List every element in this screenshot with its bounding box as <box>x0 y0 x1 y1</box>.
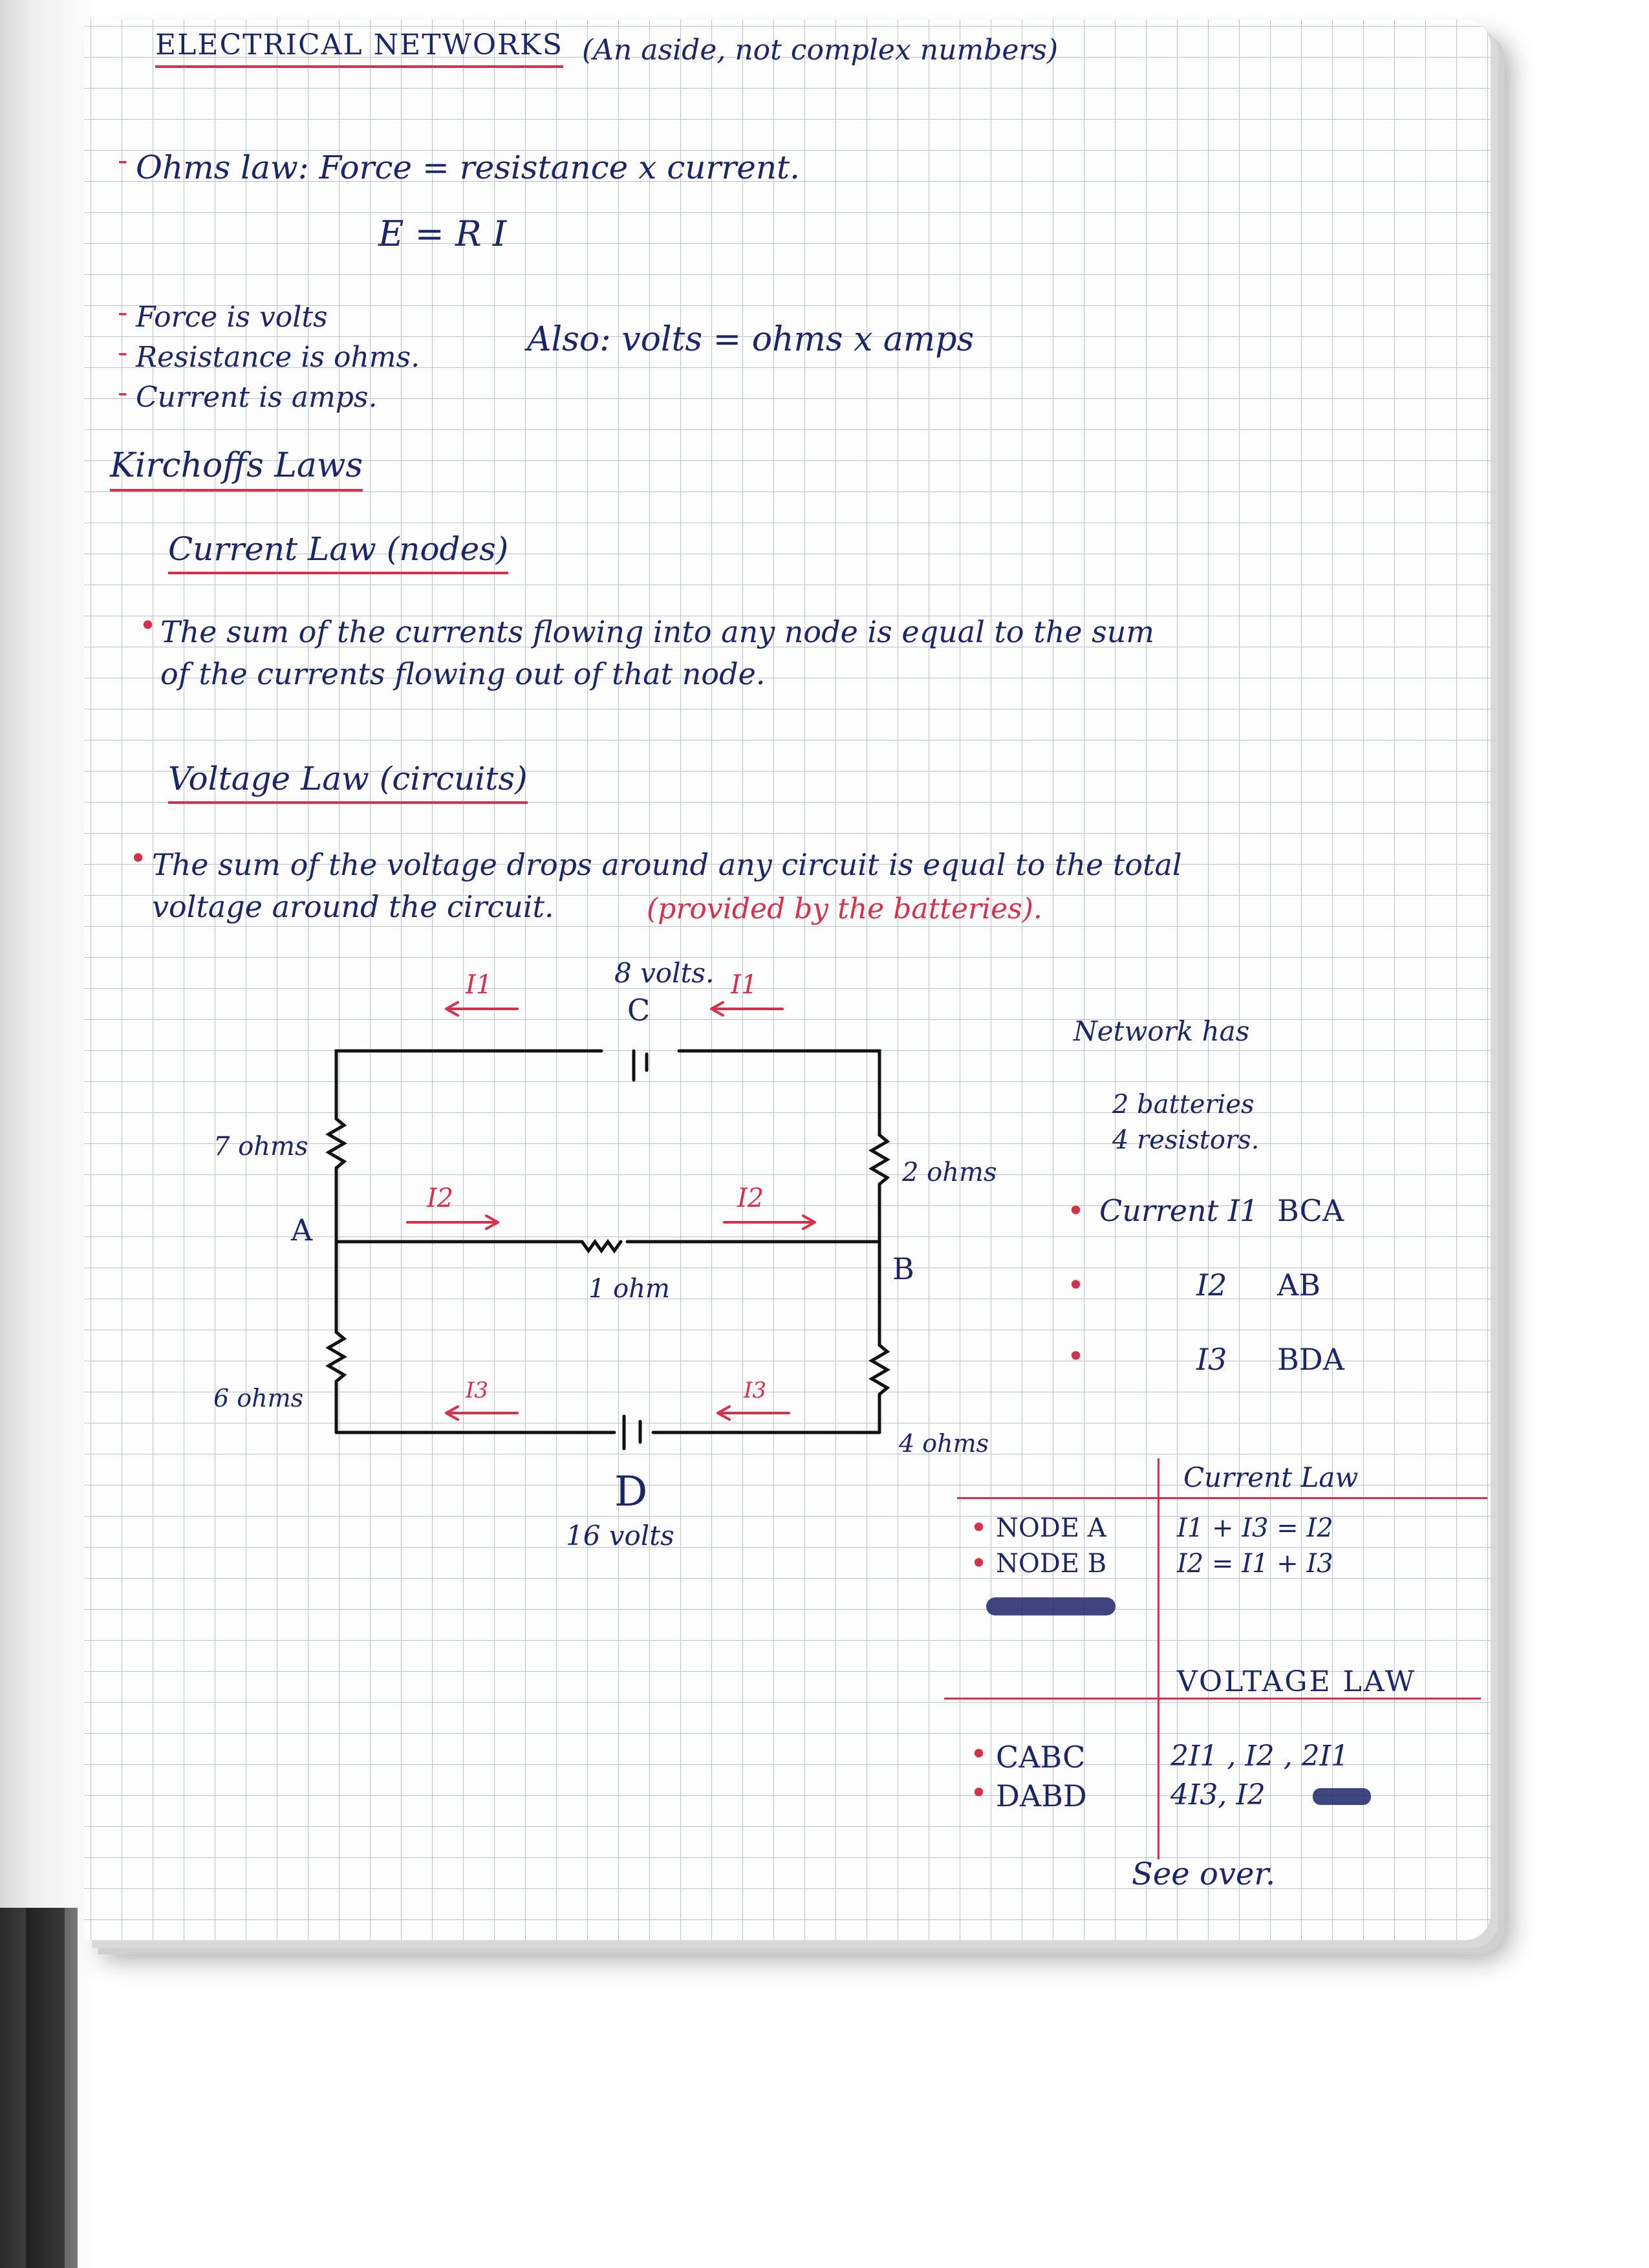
current-law-table-heading: Current Law <box>1183 1462 1359 1493</box>
top-wire-right <box>677 1049 881 1137</box>
node-b-row-equation: I2 = I1 + I3 <box>1177 1549 1333 1579</box>
bullet-node-b: • <box>970 1546 988 1581</box>
current-i2-label-left: I2 <box>427 1183 454 1213</box>
scribbled-out-text <box>986 1597 1116 1615</box>
resistor-right-top-label: 2 ohms <box>902 1158 997 1187</box>
arrow-i1-left <box>445 1001 519 1017</box>
table-middle-rule <box>944 1698 1481 1700</box>
node-b-row-label: NODE B <box>996 1549 1107 1579</box>
resistor-right-bottom <box>868 1343 890 1396</box>
voltage-law-heading: Voltage Law (circuits) <box>168 760 528 804</box>
bullet-ohms: - <box>118 142 128 177</box>
arrow-i3-right <box>717 1405 790 1421</box>
node-a-row-label: NODE A <box>996 1513 1106 1543</box>
bullet-def-2: - <box>118 334 128 369</box>
arrow-i3-left <box>445 1405 519 1421</box>
bullet-current-law: • <box>139 608 157 643</box>
node-c-label: C <box>627 993 651 1028</box>
top-battery-voltage: 8 volts. <box>614 957 715 989</box>
bullet-current-i1: • <box>1067 1193 1085 1228</box>
current-law-text-1: The sum of the currents flowing into any… <box>160 614 1155 649</box>
current-i3-label-right: I3 <box>744 1377 767 1403</box>
ohms-law-text: Ohms law: Force = resistance x current. <box>136 149 801 186</box>
current-i2-label-right: I2 <box>737 1183 764 1213</box>
voltage-law-note: (provided by the batteries). <box>647 892 1042 925</box>
network-current-i2-label: I2 <box>1196 1268 1227 1302</box>
see-over-note: See over. <box>1132 1856 1276 1892</box>
scribbled-out-term <box>1313 1788 1371 1805</box>
current-law-heading: Current Law (nodes) <box>168 530 509 574</box>
current-i3-label-left: I3 <box>466 1377 489 1403</box>
resistor-middle <box>580 1238 623 1254</box>
loop-dabd-equation: 4I3, I2 <box>1170 1778 1266 1811</box>
bullet-current-i3: • <box>1067 1339 1085 1374</box>
definition-resistance: Resistance is ohms. <box>136 341 420 374</box>
notebook-page: ELECTRICAL NETWORKS (An aside, not compl… <box>84 19 1491 1940</box>
loop-cabc-equation: 2I1 , I2 , 2I1 <box>1170 1740 1350 1773</box>
arrow-i2-left <box>406 1215 499 1230</box>
table-vertical-rule <box>1158 1458 1159 1859</box>
network-current-i3-path: BDA <box>1277 1342 1344 1377</box>
resistor-left-bottom-label: 6 ohms <box>213 1384 304 1412</box>
resistor-middle-label: 1 ohm <box>588 1274 670 1304</box>
definition-force: Force is volts <box>136 301 328 334</box>
bookmark-ribbon <box>26 1908 65 2268</box>
network-heading: Network has <box>1073 1015 1250 1047</box>
kirchoff-heading: Kirchoffs Laws <box>110 446 363 491</box>
circuit-diagram <box>325 1001 890 1451</box>
resistor-right-top <box>868 1133 890 1186</box>
voltage-law-text-2: voltage around the circuit. <box>152 889 554 924</box>
node-d-label: D <box>614 1468 648 1516</box>
bullet-cabc: • <box>970 1736 988 1771</box>
ohms-formula: E = R I <box>378 213 507 254</box>
network-current-i2-path: AB <box>1277 1268 1321 1302</box>
current-law-text-2: of the currents flowing out of that node… <box>160 656 766 691</box>
node-a-row-equation: I1 + I3 = I2 <box>1177 1513 1333 1543</box>
page-title: ELECTRICAL NETWORKS <box>155 28 564 68</box>
resistor-right-bottom-label: 4 ohms <box>899 1429 989 1458</box>
current-i1-label-left: I1 <box>466 970 493 1000</box>
loop-dabd-label: DABD <box>996 1778 1087 1813</box>
network-current-i3-label: I3 <box>1196 1342 1227 1377</box>
bullet-node-a: • <box>970 1510 988 1545</box>
network-current-i1-label: Current I1 <box>1099 1193 1259 1228</box>
top-wire-left <box>334 1049 603 1063</box>
bullet-def-3: - <box>118 374 128 409</box>
table-top-rule <box>957 1497 1487 1499</box>
arrow-i2-right <box>723 1215 816 1230</box>
voltage-law-text-1: The sum of the voltage drops around any … <box>152 847 1182 882</box>
network-batteries: 2 batteries <box>1112 1090 1255 1119</box>
bullet-voltage-law: • <box>129 841 147 876</box>
resistor-left-bottom <box>325 1330 347 1383</box>
current-i1-label-right: I1 <box>731 970 758 1000</box>
loop-cabc-label: CABC <box>996 1740 1086 1775</box>
definition-current: Current is amps. <box>136 381 378 414</box>
bullet-current-i2: • <box>1067 1268 1085 1302</box>
ohms-also: Also: volts = ohms x amps <box>527 320 975 359</box>
resistor-left-top-label: 7 ohms <box>213 1132 308 1161</box>
network-current-i1-path: BCA <box>1277 1193 1344 1228</box>
voltage-law-table-heading: VOLTAGE LAW <box>1177 1665 1417 1698</box>
bullet-def-1: - <box>118 294 128 329</box>
network-resistors: 4 resistors. <box>1112 1125 1260 1155</box>
bottom-battery-voltage: 16 volts <box>566 1520 674 1551</box>
arrow-i1-right <box>710 1001 784 1017</box>
node-b-label: B <box>892 1251 914 1286</box>
resistor-left-top <box>325 1117 347 1170</box>
title-aside: (An aside, not complex numbers) <box>582 34 1059 67</box>
bullet-dabd: • <box>970 1775 988 1810</box>
node-a-label: A <box>291 1213 313 1247</box>
